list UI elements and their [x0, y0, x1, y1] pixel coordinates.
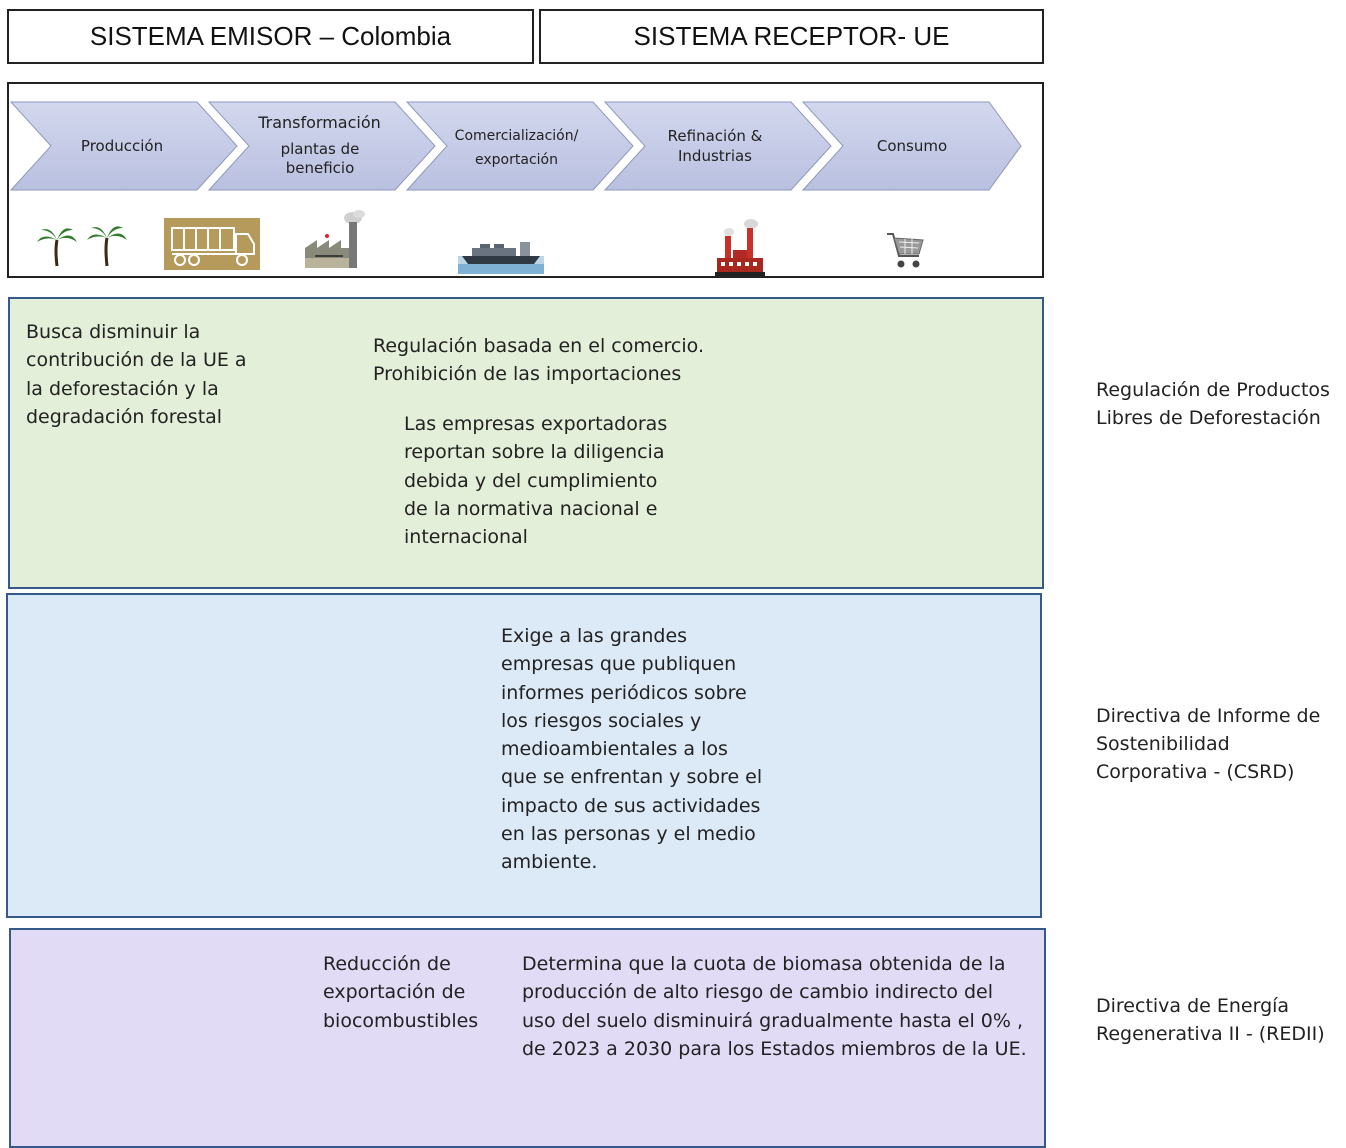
redii-side-label: Directiva de Energía Regenerativa II - (… [1096, 995, 1325, 1045]
csrd-side-label: Directiva de Informe de Sostenibilidad C… [1096, 705, 1321, 783]
eudr-objective-text: Busca disminuir la contribución de la UE… [26, 321, 247, 428]
chevron-consumo [801, 101, 1022, 191]
redii-reduction-text: Reducción de exportación de biocombustib… [323, 953, 479, 1032]
value-chain-arrows [9, 101, 1022, 191]
csrd-description-text: Exige a las grandes empresas que publiqu… [501, 625, 763, 874]
chevron-comercializacion [405, 101, 634, 191]
emisor-header: SISTEMA EMISOR – Colombia [7, 9, 534, 64]
factory-icon [305, 210, 365, 268]
receptor-header: SISTEMA RECEPTOR- UE [539, 9, 1044, 64]
eudr-side-label: Regulación de Productos Libres de Defore… [1096, 379, 1330, 429]
chevron-transformacion [207, 101, 436, 191]
stage-label-refinacion: Refinación & Industrias [667, 127, 763, 165]
chevron-refinacion [603, 101, 832, 191]
csrd-panel [6, 593, 1042, 918]
chevron-produccion [9, 101, 238, 191]
eudr-trade-regulation-text: Regulación basada en el comercio. Prohib… [373, 335, 704, 386]
eudr-due-diligence-text: Las empresas exportadoras reportan sobre… [404, 413, 668, 549]
value-chain: Producción Transformación plantas de ben… [7, 82, 1044, 278]
shopping-cart-icon [887, 233, 924, 268]
eudr-panel [8, 297, 1044, 589]
stage-label-produccion: Producción [80, 137, 164, 155]
truck-icon [164, 218, 260, 270]
stage-label-transformacion: Transformación [258, 113, 381, 132]
redii-description-text: Determina que la cuota de biomasa obteni… [522, 953, 1027, 1060]
stage-label-comercializacion: Comercialización/ exportación [454, 128, 579, 168]
stage-label-consumo: Consumo [876, 137, 948, 155]
palm-trees-icon [37, 226, 127, 267]
redii-panel [9, 928, 1046, 1148]
stage-sublabel-transformacion: plantas de beneficio [280, 140, 360, 177]
refinery-icon [715, 219, 765, 276]
cargo-ship-icon [458, 242, 544, 274]
